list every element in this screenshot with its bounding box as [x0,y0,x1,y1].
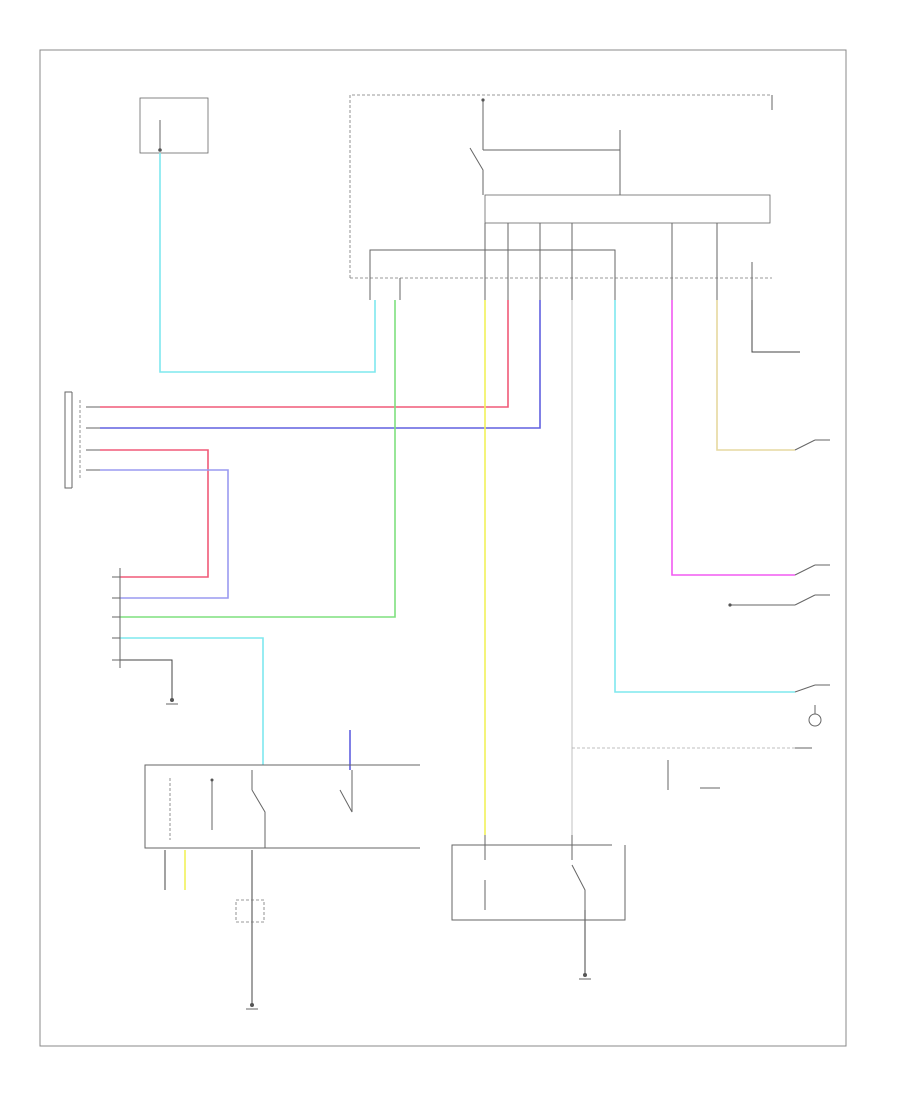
right-switches [667,439,830,790]
ground-symbol-left [166,698,178,705]
wire-tan-right [716,300,795,451]
ground-symbol-module [246,1003,258,1010]
fuse-box-top-left [139,97,209,154]
diagram-frame [39,49,847,1047]
wire-black-topright [751,300,800,353]
power-mirror-switch-left [64,391,100,489]
wire-magenta-right [671,300,795,576]
wire-red-mirror [100,300,509,408]
module-bottom-left [144,764,420,849]
wire-blue-mirror [100,300,541,429]
wire-red-loop [100,449,209,578]
ground-symbol-right [579,973,591,980]
wire-green-control [120,300,396,618]
wire-lavender-loop [100,469,229,599]
wire-cyan-fuse-feed [159,153,376,373]
module-bottom-right [451,835,626,921]
wire-cyan-right [614,300,795,693]
wire-black-ground-left [120,659,173,700]
connector-box-small [235,899,265,923]
control-switch [112,568,121,668]
relay-box-connector-row [369,278,753,300]
relay-box-top [349,94,773,279]
wire-cyan-control-module [120,637,264,765]
